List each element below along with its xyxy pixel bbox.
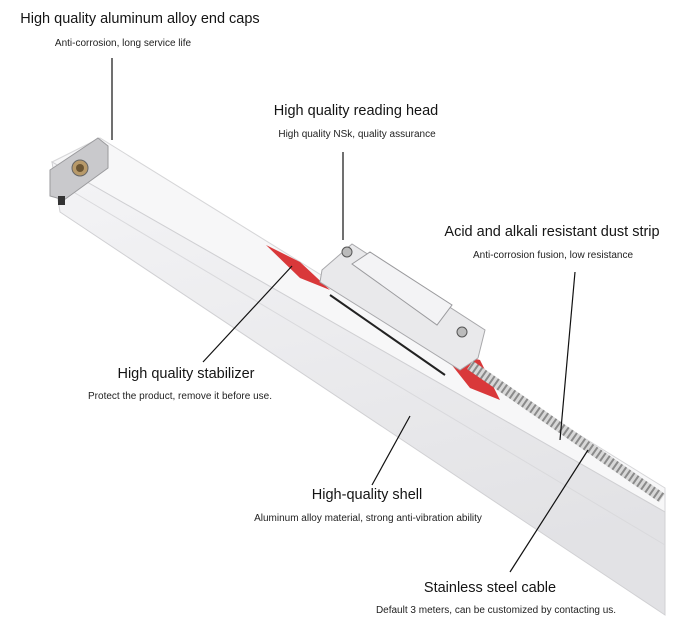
leader-line	[371, 415, 411, 486]
end-caps-subtitle: Anti-corrosion, long service life	[54, 38, 192, 49]
shell-top-face	[50, 137, 666, 513]
end-caps-title: High quality aluminum alloy end caps	[20, 11, 260, 27]
cable-title: Stainless steel cable	[423, 580, 557, 596]
stabilizer	[266, 245, 330, 290]
stabilizer-subtitle: Protect the product, remove it before us…	[88, 391, 272, 402]
dust-strip-subtitle: Anti-corrosion fusion, low resistance	[472, 250, 634, 261]
leader-line	[509, 449, 589, 573]
reading-head	[319, 243, 486, 371]
reading-head-title: High quality reading head	[273, 103, 439, 119]
stainless-steel-cable	[467, 360, 665, 503]
shell-title: High-quality shell	[311, 487, 423, 503]
cable-subtitle: Default 3 meters, can be customized by c…	[375, 605, 617, 616]
shell-subtitle: Aluminum alloy material, strong anti-vib…	[254, 513, 482, 524]
leader-line	[559, 271, 576, 441]
reading-head-subtitle: High quality NSk, quality assurance	[278, 129, 436, 140]
stabilizer-title: High quality stabilizer	[117, 366, 255, 382]
leader-line	[202, 265, 293, 363]
dust-strip-title: Acid and alkali resistant dust strip	[444, 224, 660, 240]
